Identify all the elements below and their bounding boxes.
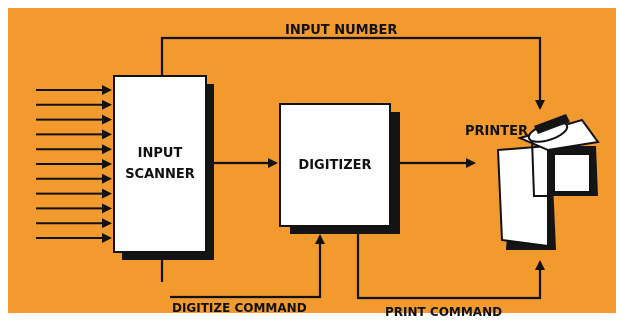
print-command-label: PRINT COMMAND: [385, 305, 502, 319]
input-scanner-box: [114, 76, 206, 252]
input-scanner-block: INPUT SCANNER: [114, 76, 214, 260]
printer-paper-block: [554, 154, 590, 192]
input-scanner-label-line1: INPUT: [138, 146, 183, 161]
printer-label: PRINTER: [465, 124, 528, 139]
digitizer-block: DIGITIZER: [280, 104, 400, 234]
input-scanner-label-line2: SCANNER: [125, 167, 195, 182]
digitizer-label: DIGITIZER: [298, 158, 371, 173]
input-number-label: INPUT NUMBER: [285, 23, 397, 38]
digitize-command-label: DIGITIZE COMMAND: [172, 301, 307, 315]
